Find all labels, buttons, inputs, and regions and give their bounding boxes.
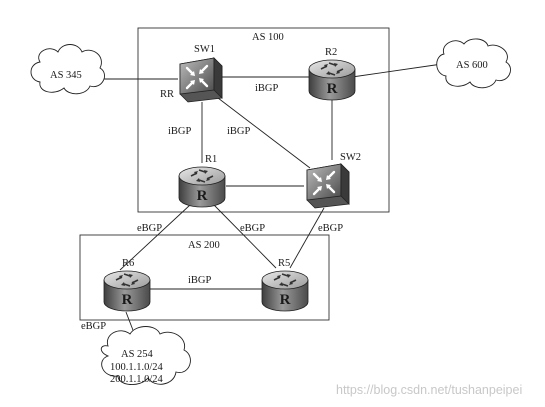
ebgp-r6-as254-label: eBGP — [81, 321, 106, 332]
ebgp-sw2-r5-label: eBGP — [318, 223, 343, 234]
cloud-as600-label: AS 600 — [456, 60, 488, 71]
switch-sw2 — [305, 162, 351, 210]
cloud-as254-label: AS 254 — [121, 349, 154, 360]
as100-label: AS 100 — [252, 32, 284, 43]
cloud-as345-label: AS 345 — [50, 70, 82, 81]
cloud-as345 — [30, 44, 105, 95]
router-icon — [178, 166, 226, 208]
as200-area — [79, 234, 330, 321]
router-icon — [261, 270, 309, 312]
ibgp-sw1-r2-label: iBGP — [255, 83, 279, 94]
ibgp-sw1-r1-label: iBGP — [168, 126, 192, 137]
link-sw2-r5 — [289, 207, 325, 269]
switch-icon — [178, 56, 224, 104]
cloud-as600 — [436, 38, 511, 89]
ibgp-r6-r5-label: iBGP — [188, 275, 212, 286]
r5-label: R5 — [278, 258, 290, 269]
cloud-as254 — [100, 326, 191, 385]
link-r2-as600 — [351, 63, 443, 78]
router-icon — [103, 270, 151, 312]
router-r6 — [103, 270, 151, 312]
ebgp-r1-r6-label: eBGP — [137, 223, 162, 234]
link-r1-r6 — [119, 204, 191, 271]
router-r1 — [178, 166, 226, 208]
router-r5 — [261, 270, 309, 312]
watermark: https://blog.csdn.net/tushanpeipei — [336, 383, 522, 397]
r1-label: R1 — [205, 154, 217, 165]
switch-sw1 — [178, 56, 224, 104]
router-icon — [308, 59, 356, 101]
r2-label: R2 — [325, 47, 337, 58]
ibgp-sw1-sw2-label: iBGP — [227, 126, 251, 137]
sw2-label: SW2 — [340, 152, 361, 163]
r6-label: R6 — [122, 258, 134, 269]
link-r1-r5 — [213, 204, 277, 269]
ebgp-r1-r5-label: eBGP — [240, 223, 265, 234]
rr-label: RR — [160, 89, 174, 100]
cloud-as254-net2: 200.1.1.0/24 — [110, 374, 164, 385]
router-r2 — [308, 59, 356, 101]
sw1-label: SW1 — [194, 44, 215, 55]
as200-label: AS 200 — [188, 240, 220, 251]
cloud-as254-net1: 100.1.1.0/24 — [110, 362, 164, 373]
switch-icon — [305, 162, 351, 210]
as100-area — [137, 27, 390, 213]
link-sw1-sw2 — [217, 97, 311, 169]
